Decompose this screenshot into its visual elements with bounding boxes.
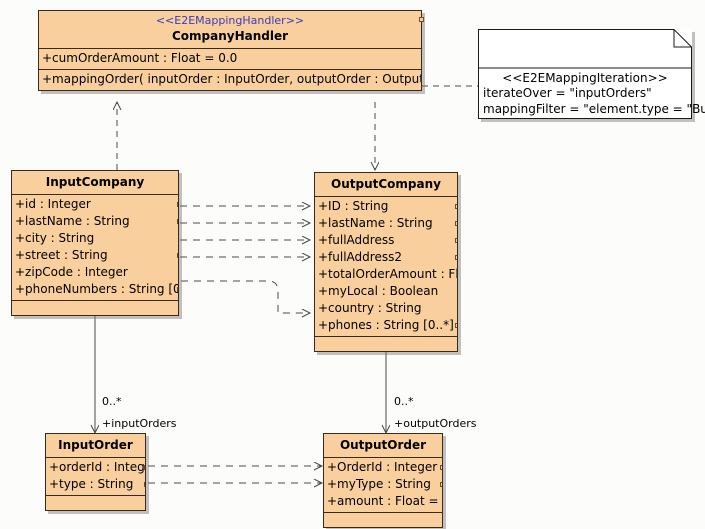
note-e2e-mapping-iteration[interactable]: <<E2EMappingIteration>> iterateOver = "i… <box>478 29 705 119</box>
operations-compartment <box>46 496 145 510</box>
attribute-row[interactable]: +ID : String <box>315 198 457 215</box>
attributes-compartment: +id : Integer +lastName : String +city :… <box>12 195 178 301</box>
class-name-label: OutputOrder <box>339 438 427 452</box>
attributes-compartment: +ID : String +lastName : String +fullAdd… <box>315 197 457 337</box>
connector-port[interactable] <box>455 323 457 328</box>
attribute-row[interactable]: +myLocal : Boolean <box>318 284 439 298</box>
class-company-handler[interactable]: <<E2EMappingHandler>> CompanyHandler +cu… <box>38 10 424 91</box>
association-role-input-orders: +inputOrders <box>102 417 177 430</box>
attribute-row[interactable]: +type : String <box>46 476 145 493</box>
class-input-company[interactable]: InputCompany +id : Integer +lastName : S… <box>11 170 179 316</box>
class-name-label: CompanyHandler <box>171 29 289 43</box>
connector-port[interactable] <box>455 255 457 260</box>
note-shape <box>478 29 692 119</box>
attribute-row[interactable]: +fullAddress <box>315 232 457 249</box>
attribute-row[interactable]: +country : String <box>318 301 422 315</box>
note-line: mappingFilter = "element.type = "Buy" <box>483 102 705 116</box>
operation-row[interactable]: +mappingOrder( inputOrder : InputOrder, … <box>42 72 421 86</box>
note-line: iterateOver = "inputOrders" <box>483 86 652 100</box>
attributes-compartment: +OrderId : Integer +myType : String +amo… <box>324 458 442 513</box>
class-output-order[interactable]: OutputOrder +OrderId : Integer +myType :… <box>323 433 443 528</box>
connector-port[interactable] <box>177 253 178 258</box>
connector-port[interactable] <box>455 221 457 226</box>
class-name-label: InputCompany <box>45 175 145 189</box>
connector-port[interactable] <box>144 482 145 487</box>
association-role-output-orders: +outputOrders <box>394 417 477 430</box>
operations-compartment <box>324 513 442 527</box>
connector-port[interactable] <box>455 238 457 243</box>
attribute-row[interactable]: +city : String <box>15 231 95 245</box>
stereotype-label: <<E2EMappingHandler>> <box>155 14 305 27</box>
attribute-row[interactable]: +OrderId : Integer <box>324 459 442 476</box>
attribute-row[interactable]: +street : String <box>12 247 178 264</box>
connector-port[interactable] <box>177 202 178 207</box>
connector-port[interactable] <box>419 17 424 22</box>
association-multiplicity-input-orders: 0..* <box>102 395 122 408</box>
class-name-label: InputOrder <box>58 438 133 452</box>
class-header-input-company: InputCompany <box>12 171 178 195</box>
connector-port[interactable] <box>177 219 178 224</box>
class-input-order[interactable]: InputOrder +orderId : Integer +type : St… <box>45 433 146 511</box>
attribute-row[interactable]: +phoneNumbers : String [0..*] <box>12 281 178 298</box>
attributes-compartment: +orderId : Integer +type : String <box>46 458 145 496</box>
connector-port[interactable] <box>455 204 457 209</box>
connector-port[interactable] <box>177 287 178 292</box>
attribute-row[interactable]: +orderId : Integer <box>46 459 145 476</box>
class-header-company-handler: <<E2EMappingHandler>> CompanyHandler <box>39 11 421 49</box>
attribute-row[interactable]: +myType : String <box>324 476 442 493</box>
attribute-row[interactable]: +lastName : String <box>315 215 457 232</box>
class-output-company[interactable]: OutputCompany +ID : String +lastName : S… <box>314 172 458 352</box>
connector-port[interactable] <box>440 465 442 470</box>
attribute-row[interactable]: +amount : Float = 0.0 <box>327 494 442 508</box>
attribute-row[interactable]: +id : Integer <box>12 196 178 213</box>
attribute-row[interactable]: +zipCode : Integer <box>15 265 128 279</box>
association-multiplicity-output-orders: 0..* <box>394 395 414 408</box>
attribute-row[interactable]: +totalOrderAmount : Float <box>318 267 457 281</box>
note-stereotype-label: <<E2EMappingIteration>> <box>502 71 668 85</box>
connector-port[interactable] <box>144 465 145 470</box>
class-name-label: OutputCompany <box>331 177 441 191</box>
operations-compartment <box>12 301 178 315</box>
attribute-row[interactable]: +fullAddress2 <box>315 249 457 266</box>
operations-compartment: +mappingOrder( inputOrder : InputOrder, … <box>39 17 424 90</box>
connector-port[interactable] <box>440 482 442 487</box>
attribute-row[interactable]: +cumOrderAmount : Float = 0.0 <box>42 51 238 65</box>
class-header-output-order: OutputOrder <box>324 434 442 458</box>
class-header-output-company: OutputCompany <box>315 173 457 197</box>
operations-compartment <box>315 337 457 351</box>
attribute-row[interactable]: +phones : String [0..*] <box>315 317 457 334</box>
attributes-compartment: +cumOrderAmount : Float = 0.0 <box>39 49 421 70</box>
attribute-row[interactable]: +lastName : String <box>12 213 178 230</box>
class-header-input-order: InputOrder <box>46 434 145 458</box>
